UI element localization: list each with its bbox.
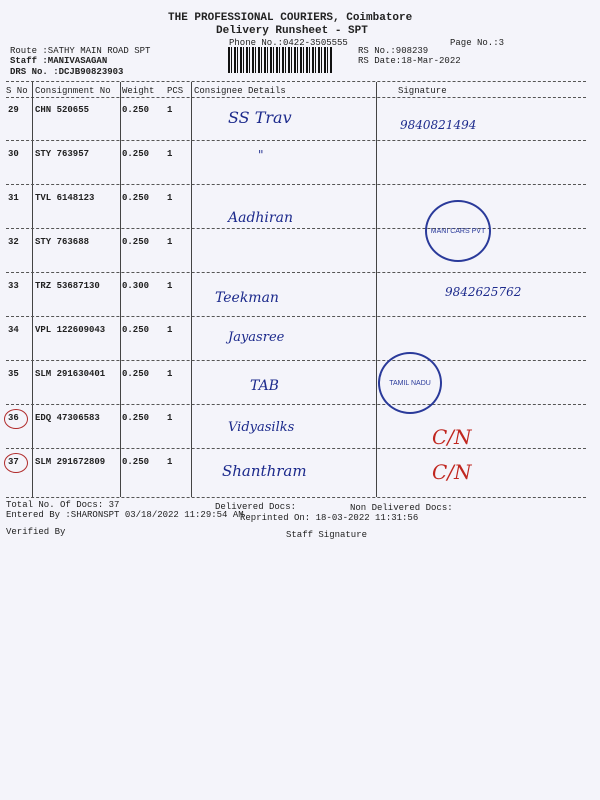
row-signature-handwritten: 9842625762 bbox=[445, 285, 522, 299]
staff-signature: Staff Signature bbox=[286, 530, 368, 540]
row-signature-handwritten: C/N bbox=[432, 425, 472, 449]
col-weight: Weight bbox=[122, 86, 155, 96]
row-signature-handwritten: 9840821494 bbox=[400, 118, 477, 132]
row-pcs: 1 bbox=[167, 369, 173, 379]
row-consignee-handwritten: Teekman bbox=[215, 290, 279, 306]
col-sno: S No bbox=[6, 86, 28, 96]
row-weight: 0.300 bbox=[122, 281, 150, 291]
divider bbox=[6, 497, 586, 498]
row-pcs: 1 bbox=[167, 149, 173, 159]
row-weight: 0.250 bbox=[122, 457, 150, 467]
row-divider bbox=[6, 316, 586, 317]
page-number: Page No.:3 bbox=[450, 38, 505, 48]
row-sno: 34 bbox=[8, 325, 19, 335]
row-pcs: 1 bbox=[167, 193, 173, 203]
row-consignment-no: TRZ 53687130 bbox=[35, 281, 100, 291]
ink-circle bbox=[4, 409, 28, 429]
column-line bbox=[191, 82, 192, 497]
column-line bbox=[32, 82, 33, 497]
col-signature: Signature bbox=[398, 86, 447, 96]
row-divider bbox=[6, 228, 586, 229]
row-consignment-no: CHN 520655 bbox=[35, 105, 90, 115]
drs-number: DRS No. :DCJB90823903 bbox=[10, 67, 124, 77]
row-pcs: 1 bbox=[167, 281, 173, 291]
row-consignee-handwritten: SS Trav bbox=[228, 108, 292, 127]
company-name: THE PROFESSIONAL COURIERS, Coimbatore bbox=[168, 12, 413, 24]
row-consignment-no: STY 763957 bbox=[35, 149, 90, 159]
row-divider bbox=[6, 272, 586, 273]
row-weight: 0.250 bbox=[122, 105, 150, 115]
verified-by: Verified By bbox=[6, 527, 66, 537]
row-consignee-handwritten: Shanthram bbox=[222, 462, 307, 480]
row-sno: 30 bbox=[8, 149, 19, 159]
row-divider bbox=[6, 360, 586, 361]
row-consignment-no: EDQ 47306583 bbox=[35, 413, 100, 423]
row-weight: 0.250 bbox=[122, 237, 150, 247]
row-weight: 0.250 bbox=[122, 325, 150, 335]
row-divider bbox=[6, 448, 586, 449]
row-consignee-handwritten: Vidyasilks bbox=[228, 420, 295, 435]
row-consignee-handwritten: " bbox=[258, 148, 264, 162]
entered-by: Entered By :SHARONSPT 03/18/2022 11:29:5… bbox=[6, 510, 244, 520]
reprinted-on: Reprinted On: 18-03-2022 11:31:56 bbox=[240, 513, 419, 523]
rs-date: RS Date:18-Mar-2022 bbox=[358, 56, 461, 66]
company-stamp: MANI CARS PVT bbox=[425, 200, 491, 262]
row-divider bbox=[6, 184, 586, 185]
row-signature-handwritten: C/N bbox=[432, 460, 472, 484]
row-weight: 0.250 bbox=[122, 369, 150, 379]
ink-circle bbox=[4, 453, 28, 473]
row-sno: 35 bbox=[8, 369, 19, 379]
divider bbox=[6, 97, 586, 98]
delivered-docs: Delivered Docs: bbox=[215, 502, 297, 512]
row-divider bbox=[6, 404, 586, 405]
row-weight: 0.250 bbox=[122, 149, 150, 159]
row-sno: 32 bbox=[8, 237, 19, 247]
row-sno: 33 bbox=[8, 281, 19, 291]
total-docs: Total No. Of Docs: 37 bbox=[6, 500, 120, 510]
row-weight: 0.250 bbox=[122, 413, 150, 423]
col-consignee: Consignee Details bbox=[194, 86, 286, 96]
column-line bbox=[120, 82, 121, 497]
row-pcs: 1 bbox=[167, 237, 173, 247]
row-divider bbox=[6, 140, 586, 141]
barcode bbox=[228, 47, 332, 73]
row-consignment-no: VPL 122609043 bbox=[35, 325, 106, 335]
route: Route :SATHY MAIN ROAD SPT bbox=[10, 46, 151, 56]
row-consignment-no: SLM 291672809 bbox=[35, 457, 106, 467]
non-delivered-docs: Non Delivered Docs: bbox=[350, 503, 453, 513]
row-sno: 31 bbox=[8, 193, 19, 203]
col-pcs: PCS bbox=[167, 86, 184, 96]
column-line bbox=[376, 82, 377, 497]
row-pcs: 1 bbox=[167, 105, 173, 115]
row-consignment-no: SLM 291630401 bbox=[35, 369, 106, 379]
row-consignee-handwritten: Aadhiran bbox=[228, 210, 293, 226]
col-consignment: Consignment No bbox=[35, 86, 111, 96]
phone: Phone No.:0422-3505555 bbox=[229, 38, 348, 48]
row-pcs: 1 bbox=[167, 325, 173, 335]
staff: Staff :MANIVASAGAN bbox=[10, 56, 108, 66]
rs-number: RS No.:908239 bbox=[358, 46, 429, 56]
row-consignment-no: TVL 6148123 bbox=[35, 193, 95, 203]
row-consignee-handwritten: Jayasree bbox=[228, 330, 285, 345]
row-consignment-no: STY 763688 bbox=[35, 237, 90, 247]
seal-stamp: TAMIL NADU bbox=[378, 352, 442, 414]
row-pcs: 1 bbox=[167, 457, 173, 467]
document-title: Delivery Runsheet - SPT bbox=[216, 25, 368, 37]
divider bbox=[6, 81, 586, 82]
row-pcs: 1 bbox=[167, 413, 173, 423]
row-sno: 29 bbox=[8, 105, 19, 115]
row-weight: 0.250 bbox=[122, 193, 150, 203]
row-consignee-handwritten: TAB bbox=[250, 378, 279, 394]
